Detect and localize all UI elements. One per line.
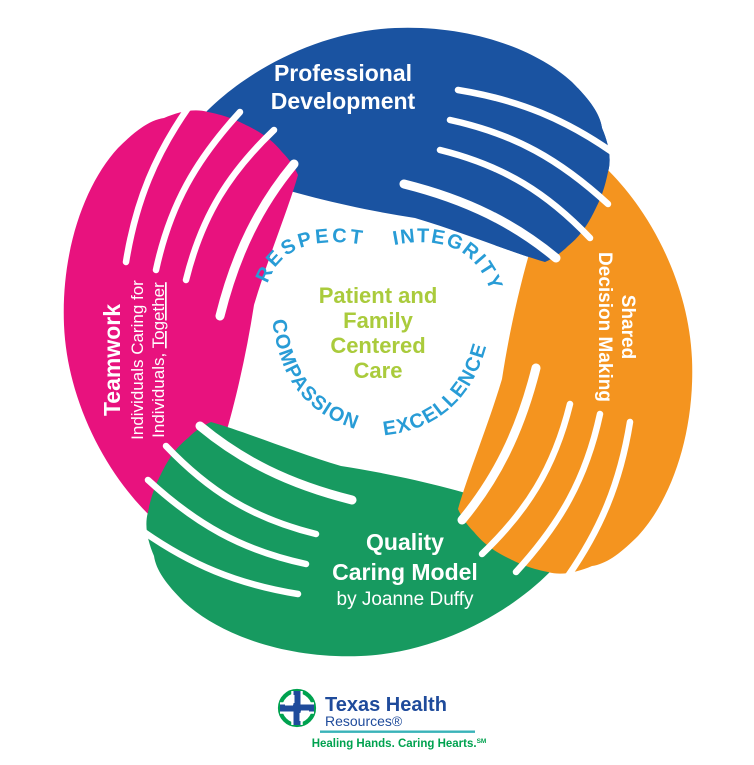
logo-divider-rule: [320, 730, 475, 733]
right-hand-label-group: Shared Decision Making: [594, 252, 638, 402]
bottom-hand-label-line3: by Joanne Duffy: [337, 589, 474, 610]
logo-tagline: Healing Hands. Caring Hearts.SM: [312, 738, 487, 750]
left-hand-label-line2: Individuals Caring for: [128, 280, 147, 440]
right-hand-label-line1: Shared: [617, 295, 638, 359]
top-hand-label-line1: Professional: [274, 60, 412, 86]
heart-center-line3: Centered: [330, 333, 425, 358]
texas-health-resources-logo: Texas Health Resources® Healing Hands. C…: [277, 688, 487, 750]
bottom-hand-label-line2: Caring Model: [332, 559, 478, 585]
left-hand-label-line1: Teamwork: [99, 304, 125, 416]
left-hand-label-line3: Individuals, Together: [149, 282, 168, 438]
top-hand-label-line2: Development: [271, 88, 416, 114]
cross-in-circle-icon: [277, 688, 317, 728]
logo-name-line2: Resources®: [325, 713, 403, 729]
left-hand-label-group: Teamwork Individuals Caring for Individu…: [99, 280, 168, 440]
logo-tagline-text: Healing Hands. Caring Hearts.: [312, 738, 477, 750]
heart-center-line2: Family: [343, 308, 413, 333]
heart-center-line4: Care: [354, 358, 403, 383]
logo-name-line1: Texas Health: [325, 694, 447, 716]
left-hand-label-line3-prefix: Individuals,: [149, 348, 168, 437]
heart-center-line1: Patient and: [319, 283, 438, 308]
logo-tagline-servicemark: SM: [477, 738, 487, 745]
left-hand-label-line3-underlined: Together: [149, 282, 168, 348]
bottom-hand-label-line1: Quality: [366, 529, 444, 555]
right-hand-label-line2: Decision Making: [594, 252, 615, 402]
